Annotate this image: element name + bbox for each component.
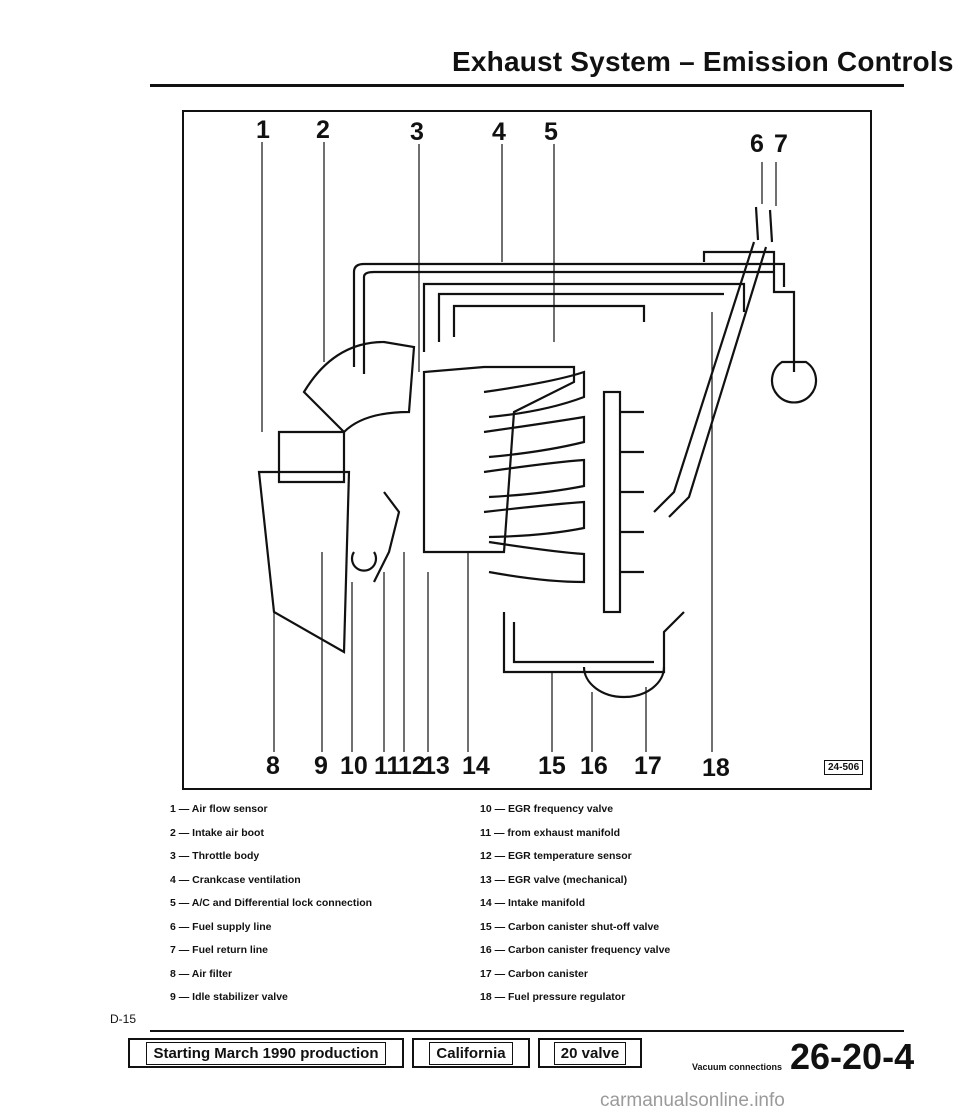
egr-valve-line <box>373 491 401 583</box>
intake-air-boot <box>302 340 416 434</box>
runner-3 <box>483 458 586 499</box>
injector-stubs <box>620 410 644 574</box>
header-rule <box>150 84 904 87</box>
callout-9: 9 <box>314 752 328 780</box>
vacuum-line-upper-3 <box>452 304 646 337</box>
engine-label: 20 valve <box>553 1041 627 1065</box>
runner-1 <box>483 370 586 419</box>
vacuum-reservoir <box>770 360 818 404</box>
legend-item: 14 — Intake manifold <box>480 897 586 909</box>
callout-1: 1 <box>256 116 270 144</box>
legend-item: 4 — Crankcase ventilation <box>170 873 301 886</box>
callout-3: 3 <box>410 118 424 146</box>
callout-18: 18 <box>702 754 730 782</box>
callout-2: 2 <box>316 116 330 144</box>
legend-right: 10 — EGR frequency valve 11 — from exhau… <box>480 798 780 1010</box>
vacuum-line-upper <box>422 282 746 352</box>
leaders-bottom-left <box>273 552 469 752</box>
leader-6-7 <box>761 162 777 206</box>
air-filter <box>257 470 351 654</box>
vacuum-line-inner <box>362 270 774 374</box>
callout-7: 7 <box>774 130 788 158</box>
fuel-rail <box>602 390 622 614</box>
callout-12: 12 <box>398 752 426 780</box>
legend-item: 2 — Intake air boot <box>170 826 264 839</box>
runner-4 <box>483 500 586 539</box>
runner-2 <box>483 415 586 459</box>
engine-box: 20 valve <box>538 1038 642 1068</box>
figure-code: 24-506 <box>824 760 864 775</box>
diagram-figure: 1 2 3 4 5 6 7 8 9 10 11 12 13 14 15 16 1… <box>182 110 872 790</box>
legend-item: 16 — Carbon canister frequency valve <box>480 944 671 956</box>
legend-item: 11 — from exhaust manifold <box>480 826 621 839</box>
callout-11: 11 <box>374 752 401 780</box>
fuel-line-ends <box>754 206 774 243</box>
carbon-canister <box>582 666 666 699</box>
page-number: 26-20-4 <box>790 1036 915 1077</box>
engine-vacuum-diagram <box>257 142 818 752</box>
callout-8: 8 <box>266 752 280 780</box>
legend-item: 12 — EGR temperature sensor <box>480 850 632 862</box>
callout-10: 10 <box>340 752 368 780</box>
vacuum-line-right <box>702 250 796 372</box>
region-box: California <box>412 1038 530 1068</box>
legend-item: 5 — A/C and Differential lock connection <box>170 897 373 909</box>
legend-item: 15 — Carbon canister shut-off valve <box>480 920 660 933</box>
callout-17: 17 <box>634 752 662 780</box>
vacuum-line-outer <box>352 262 786 367</box>
page-title: Exhaust System – Emission Controls <box>452 46 954 77</box>
legend-left: 1 — Air flow sensor 2 — Intake air boot … <box>170 798 470 1010</box>
canister-line-2 <box>512 622 654 664</box>
callout-4: 4 <box>492 118 506 146</box>
legend-item: 18 — Fuel pressure regulator <box>480 991 626 1003</box>
vacuum-line-upper-2 <box>437 292 724 342</box>
callout-6: 6 <box>750 130 764 158</box>
air-flow-sensor <box>277 430 346 484</box>
intake-manifold-body <box>422 365 576 554</box>
runner-5 <box>488 540 586 584</box>
callout-14: 14 <box>462 752 490 780</box>
footer-rule <box>150 1030 904 1032</box>
region-label: California <box>429 1041 513 1065</box>
idle-stabilizer-valve <box>350 551 378 572</box>
page-label: D-15 <box>110 1012 137 1026</box>
legend-item: 8 — Air filter <box>170 967 233 980</box>
legend-item: 13 — EGR valve (mechanical) <box>480 873 628 886</box>
legend-item: 3 — Throttle body <box>170 850 260 862</box>
legend-item: 6 — Fuel supply line <box>170 920 272 933</box>
legend-item: 1 — Air flow sensor <box>170 803 268 815</box>
callout-15: 15 <box>538 752 566 780</box>
legend-item: 17 — Carbon canister <box>480 967 588 980</box>
fuel-supply-line <box>653 241 756 513</box>
fuel-return-line <box>668 246 768 518</box>
callout-16: 16 <box>580 752 608 780</box>
section-label: Vacuum connections <box>692 1062 783 1072</box>
legend-item: 10 — EGR frequency valve <box>480 803 614 815</box>
legend-item: 7 — Fuel return line <box>170 944 269 956</box>
leaders-bottom-right <box>551 312 713 752</box>
legend-item: 9 — Idle stabilizer valve <box>170 991 288 1003</box>
watermark: carmanualsonline.info <box>600 1090 785 1111</box>
production-box: Starting March 1990 production <box>128 1038 404 1068</box>
callout-5: 5 <box>544 118 558 146</box>
callout-13: 13 <box>422 752 450 780</box>
production-label: Starting March 1990 production <box>146 1041 386 1065</box>
